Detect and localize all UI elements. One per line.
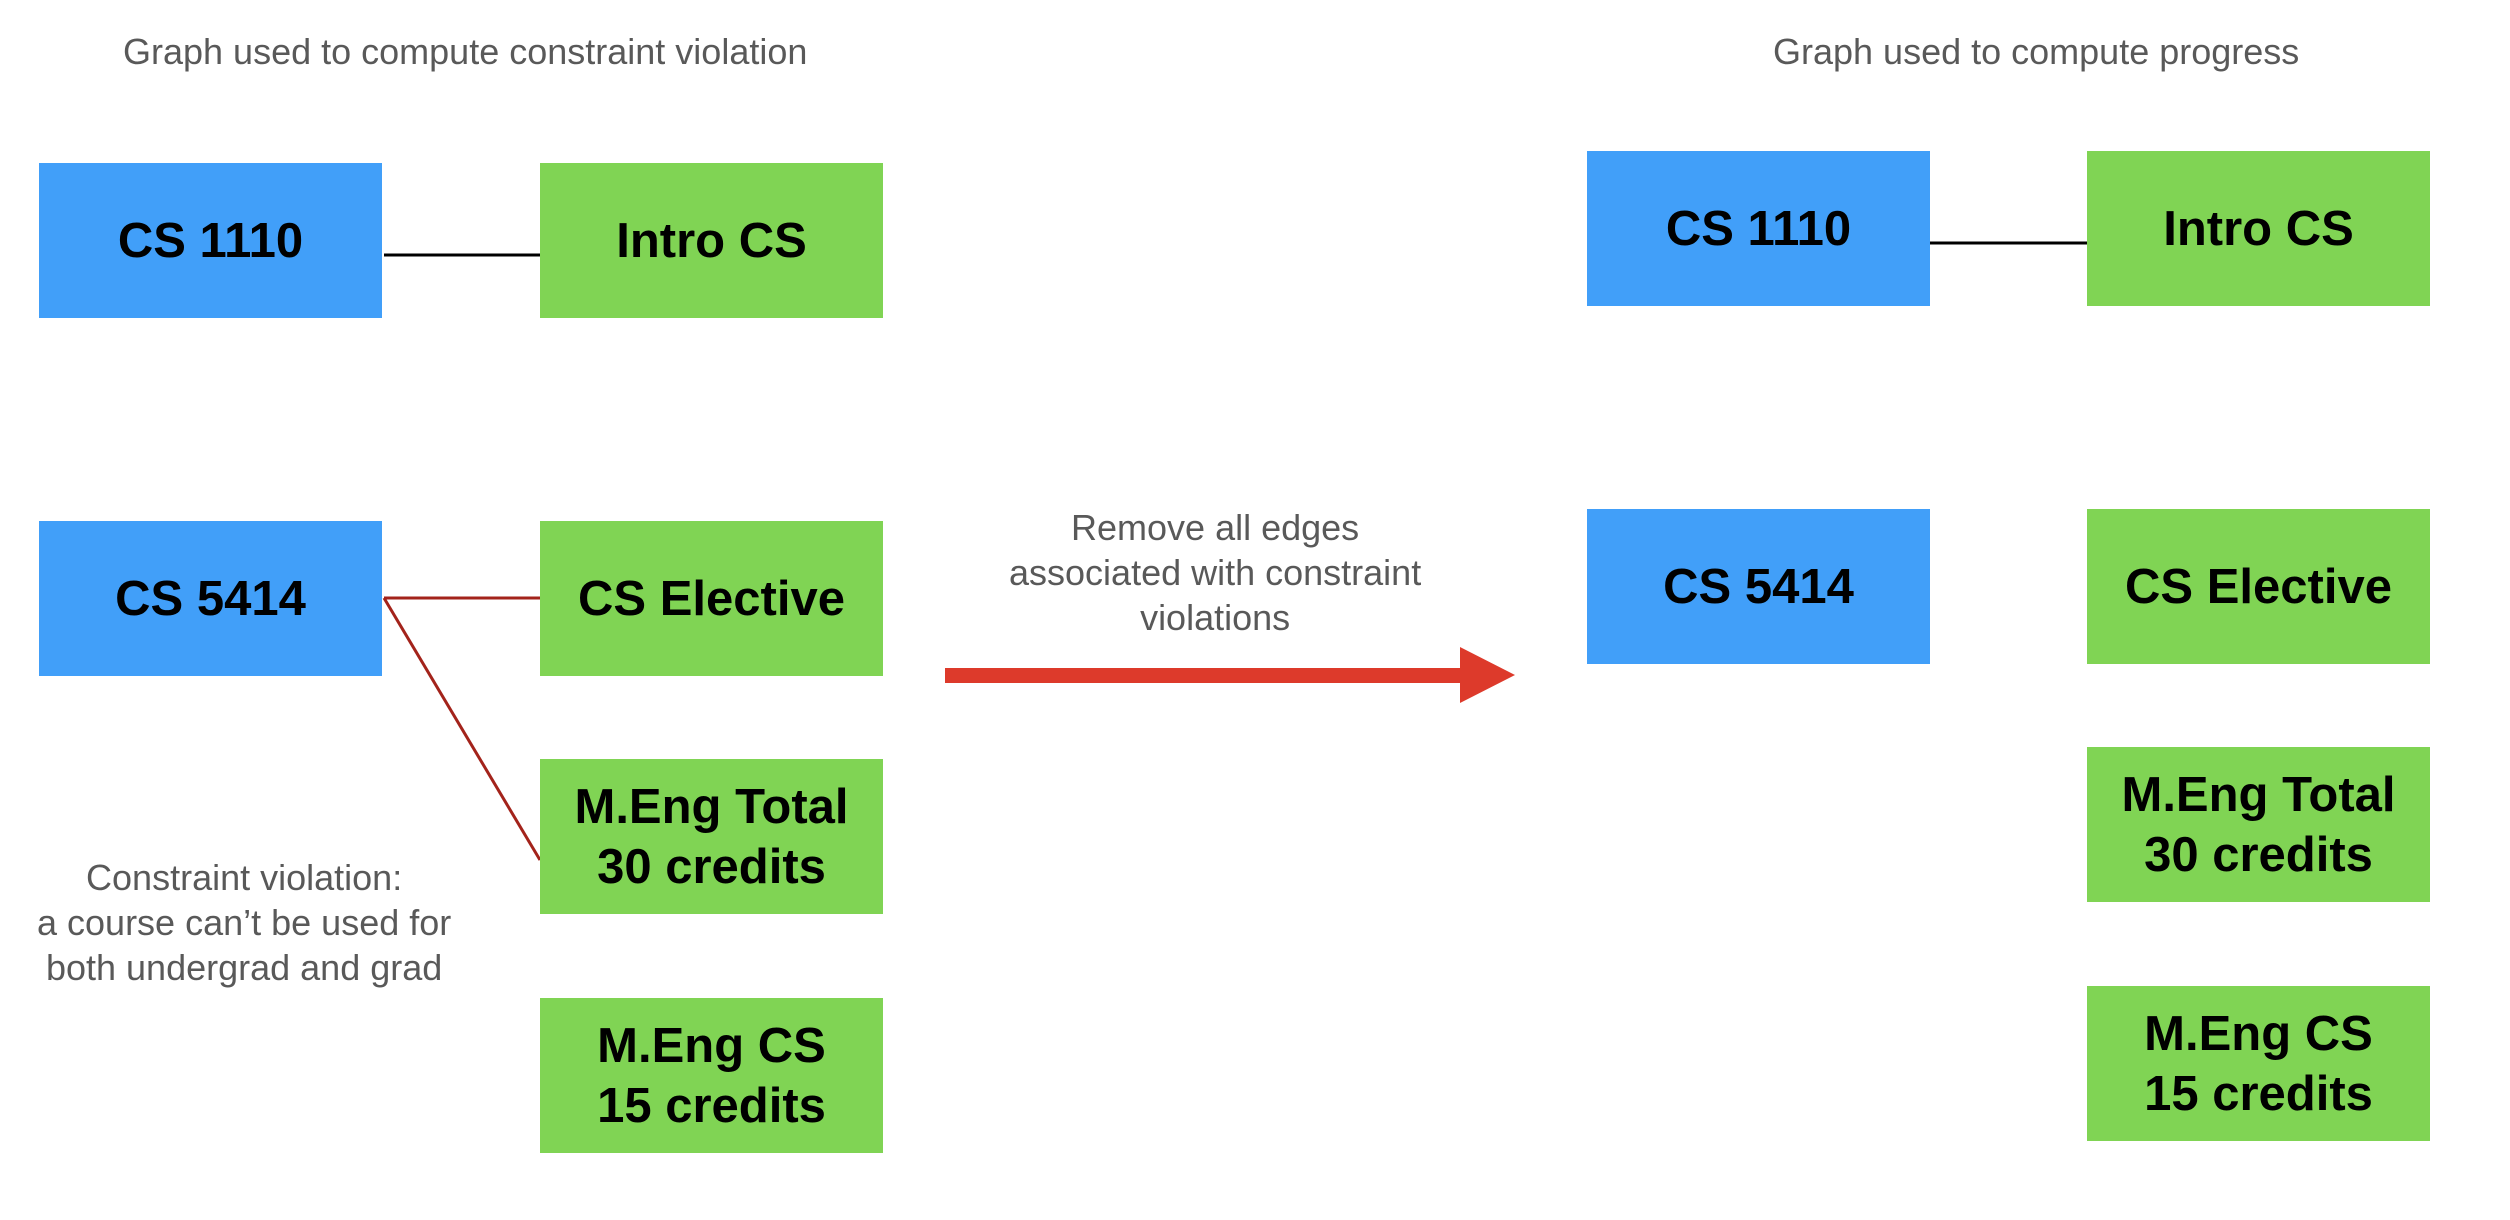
right-requirement-intro-cs: Intro CS xyxy=(2087,151,2430,306)
right-course-cs1110: CS 1110 xyxy=(1587,151,1930,306)
transform-arrow-head xyxy=(1460,647,1515,703)
left-requirement-meng-cs: M.Eng CS 15 credits xyxy=(540,998,883,1153)
left-requirement-intro-cs: Intro CS xyxy=(540,163,883,318)
left-course-cs1110: CS 1110 xyxy=(39,163,382,318)
left-requirement-cs-elective: CS Elective xyxy=(540,521,883,676)
constraint-violation-note: Constraint violation: a course can’t be … xyxy=(37,857,452,988)
violation-edge-cs5414-meng-total xyxy=(382,597,542,861)
right-requirement-cs-elective: CS Elective xyxy=(2087,509,2430,664)
left-course-cs5414: CS 5414 xyxy=(39,521,382,676)
right-requirement-meng-cs: M.Eng CS 15 credits xyxy=(2087,986,2430,1141)
right-course-cs5414: CS 5414 xyxy=(1587,509,1930,664)
transform-arrow-shaft xyxy=(945,668,1465,683)
right-requirement-meng-total: M.Eng Total 30 credits xyxy=(2087,747,2430,902)
left-graph-title: Graph used to compute constraint violati… xyxy=(123,31,808,72)
right-graph-title: Graph used to compute progress xyxy=(1773,31,2300,72)
transform-label: Remove all edges associated with constra… xyxy=(1009,507,1422,638)
left-requirement-meng-total: M.Eng Total 30 credits xyxy=(540,759,883,914)
